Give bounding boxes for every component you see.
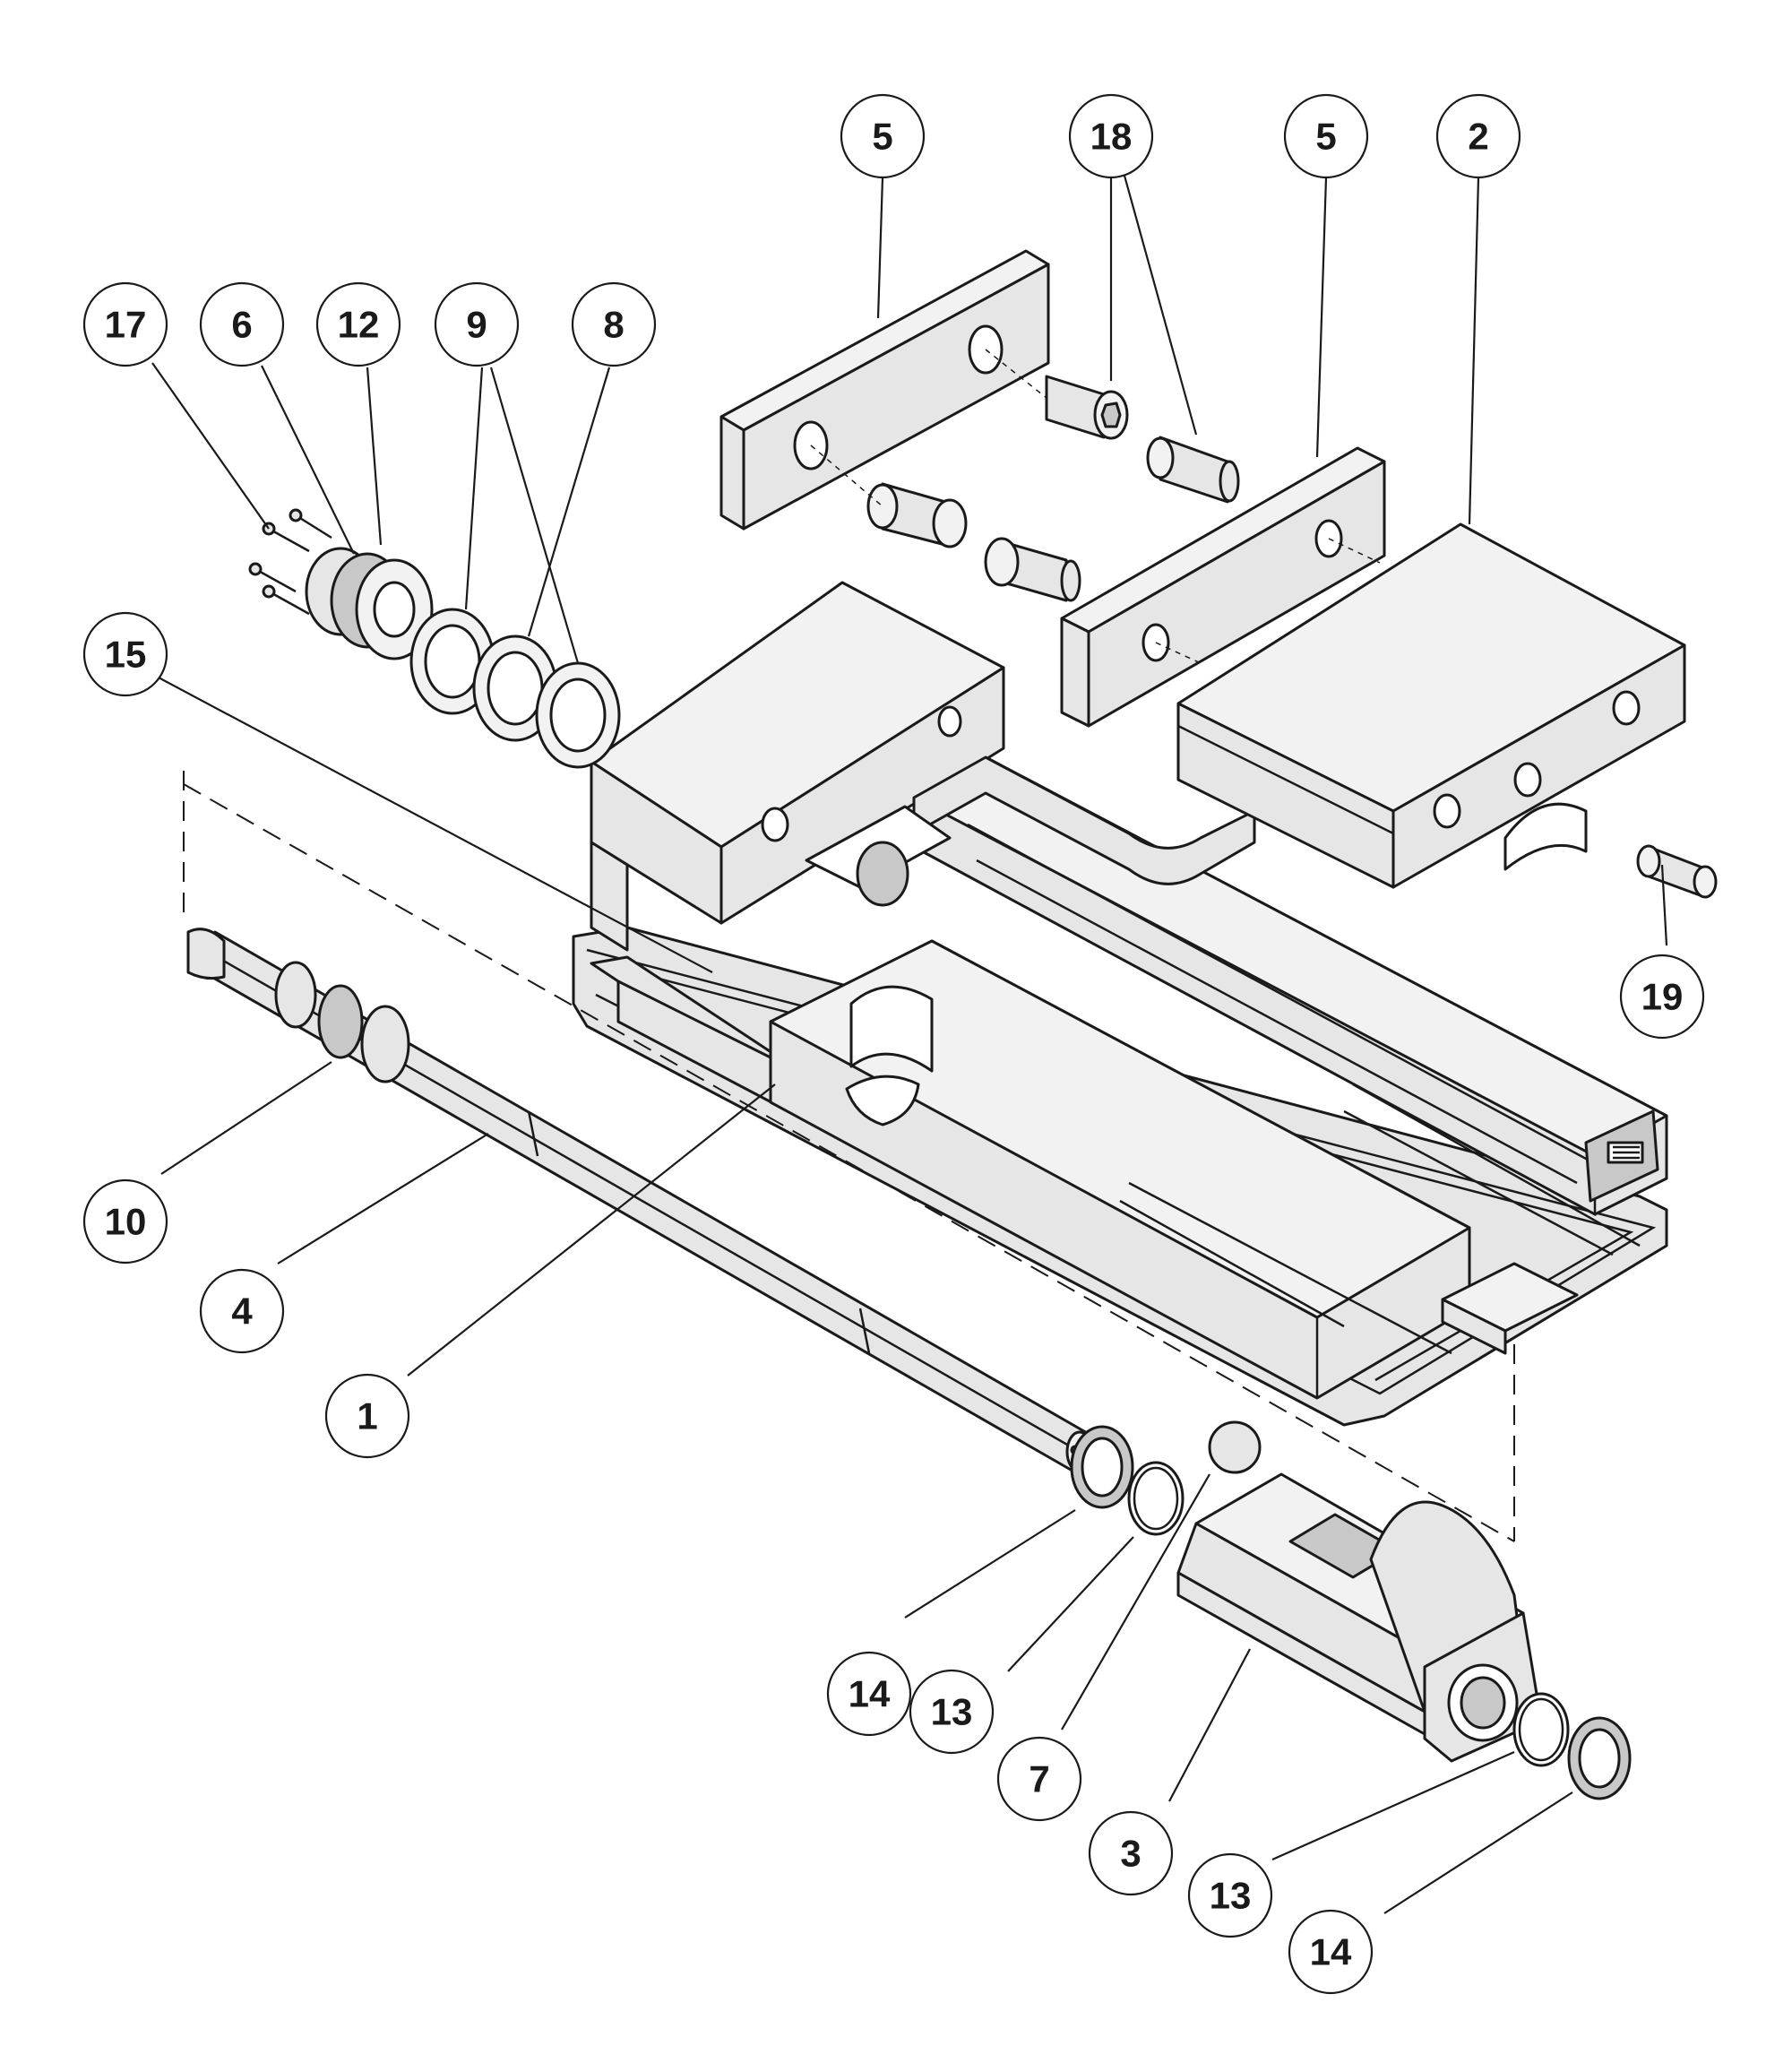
- callout-12-label: 12: [338, 304, 380, 346]
- vise-body-part-1: [572, 755, 1668, 1427]
- callout-9-label: 9: [466, 304, 487, 346]
- callout-12: 12: [315, 281, 401, 367]
- jaw-screws-18: [810, 349, 1381, 664]
- ring-13-left: [1127, 1461, 1185, 1536]
- callout-14b-label: 14: [1310, 1931, 1352, 1973]
- callout-19: 19: [1619, 954, 1705, 1040]
- bearing-housing-6-12: [305, 547, 434, 660]
- callout-5a: 5: [840, 93, 926, 179]
- assembly-dashed-lines: [183, 771, 1515, 1542]
- callout-14b: 14: [1288, 1909, 1374, 1995]
- callout-6-label: 6: [231, 304, 252, 346]
- callout-17: 17: [82, 281, 168, 367]
- callout-17-label: 17: [105, 304, 147, 346]
- callout-7-label: 7: [1029, 1758, 1049, 1800]
- callout-1: 1: [324, 1373, 410, 1459]
- callout-13a-label: 13: [931, 1691, 973, 1733]
- callout-14a: 14: [826, 1651, 912, 1737]
- callout-10: 10: [82, 1178, 168, 1265]
- callout-15-label: 15: [105, 634, 147, 676]
- jaw-plate-5-right: [1060, 446, 1386, 728]
- washer-8: [472, 634, 558, 742]
- callout-1-label: 1: [357, 1395, 377, 1437]
- callout-18: 18: [1068, 93, 1154, 179]
- ball-part-7: [1208, 1420, 1262, 1474]
- callout-5a-label: 5: [872, 116, 892, 158]
- callouts: 5 18 5 2 17 6 12 9: [82, 93, 1705, 1995]
- callout-3-label: 3: [1120, 1833, 1141, 1875]
- ring-13-right: [1512, 1692, 1570, 1767]
- callout-13b: 13: [1187, 1852, 1273, 1938]
- leader-lines: [151, 175, 1668, 1914]
- callout-4-label: 4: [231, 1290, 253, 1333]
- callout-18-label: 18: [1090, 116, 1133, 158]
- fixed-jaw-block: [590, 581, 1256, 952]
- washer-9b: [535, 661, 621, 769]
- ring-14-right: [1567, 1716, 1632, 1800]
- callout-2-label: 2: [1468, 116, 1488, 158]
- movable-jaw-part-2: [1176, 522, 1686, 889]
- callout-10-label: 10: [105, 1201, 147, 1243]
- callout-19-label: 19: [1641, 976, 1684, 1018]
- callout-5b-label: 5: [1315, 116, 1336, 158]
- callout-14a-label: 14: [849, 1673, 891, 1715]
- jaw-plate-5-left: [719, 249, 1050, 531]
- callout-8-label: 8: [603, 304, 624, 346]
- set-screw-19: [1636, 844, 1718, 899]
- callout-5b: 5: [1283, 93, 1369, 179]
- callout-15: 15: [82, 611, 168, 697]
- callout-13b-label: 13: [1210, 1875, 1252, 1917]
- ring-14-left: [1070, 1425, 1134, 1509]
- callout-2: 2: [1435, 93, 1521, 179]
- callout-7: 7: [996, 1736, 1082, 1822]
- callout-9: 9: [434, 281, 520, 367]
- callout-8: 8: [571, 281, 657, 367]
- callout-6: 6: [199, 281, 285, 367]
- nut-slide-part-3: [1176, 1472, 1543, 1763]
- callout-3: 3: [1088, 1810, 1174, 1896]
- small-screws-17: [248, 508, 332, 616]
- callout-13a: 13: [909, 1669, 995, 1755]
- callout-4: 4: [199, 1268, 285, 1354]
